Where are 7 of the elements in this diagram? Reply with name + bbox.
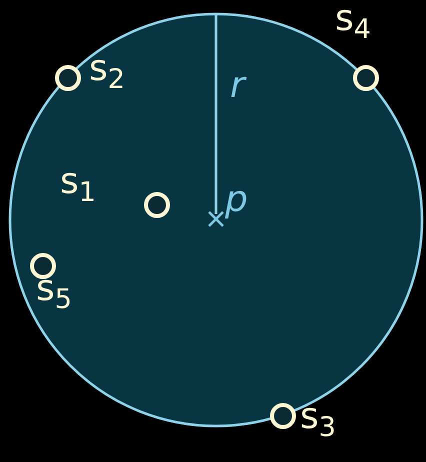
- point-label: s$_{2}$: [89, 51, 125, 94]
- radius-label: r: [230, 68, 245, 104]
- point-label: s$_{4}$: [335, 1, 371, 44]
- point-label: s$_{3}$: [300, 399, 336, 442]
- point-label: s$_{5}$: [36, 271, 72, 314]
- point-label: p: [225, 182, 248, 218]
- point-label: s$_{1}$: [60, 164, 96, 206]
